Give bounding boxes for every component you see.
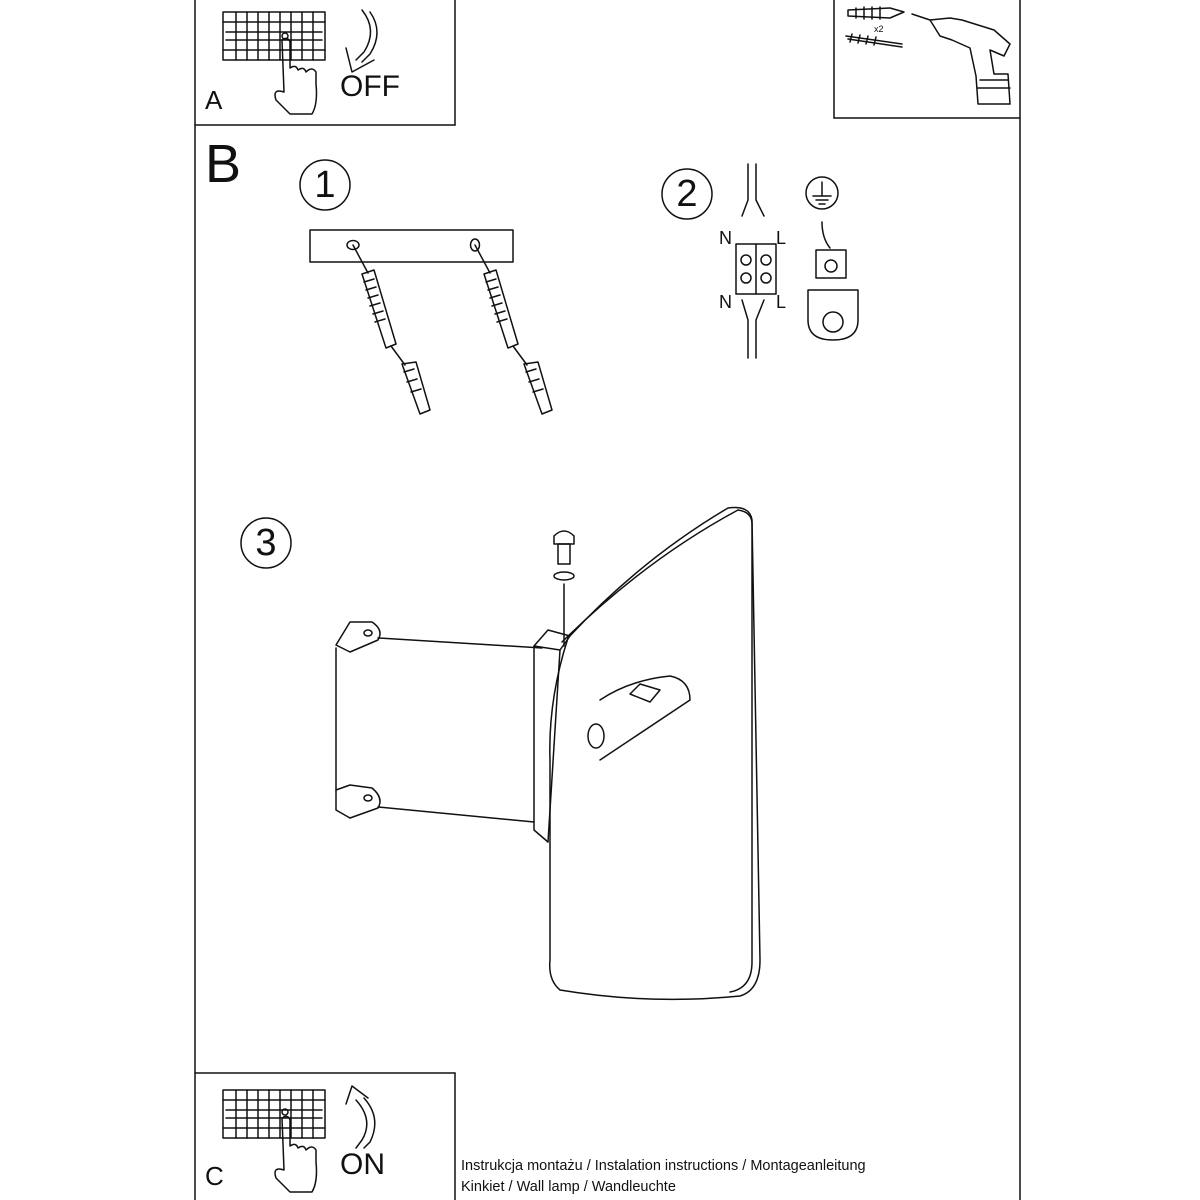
wire-label-n-bottom: N bbox=[719, 292, 732, 312]
screw-left bbox=[352, 244, 431, 415]
mounting-plate bbox=[309, 229, 514, 263]
section-c-letter: C bbox=[205, 1161, 224, 1191]
on-label: ON bbox=[340, 1148, 385, 1181]
breaker-panel-off bbox=[222, 11, 326, 61]
hand-icon bbox=[274, 37, 318, 115]
section-b-letter: B bbox=[205, 134, 242, 194]
screw-quantity-label: x2 bbox=[874, 24, 884, 34]
off-label: OFF bbox=[340, 70, 400, 103]
ground-terminal bbox=[807, 221, 859, 341]
section-a-letter: A bbox=[205, 85, 223, 115]
wall-bracket bbox=[335, 621, 543, 823]
step2-circle bbox=[661, 168, 713, 220]
screw-right bbox=[474, 244, 553, 415]
terminal-block bbox=[735, 163, 777, 359]
step-3-number: 3 bbox=[255, 522, 277, 564]
step1-circle bbox=[299, 159, 351, 211]
drill-icon bbox=[911, 13, 1011, 105]
step-2-number: 2 bbox=[676, 173, 698, 215]
wire-label-n-top: N bbox=[719, 228, 732, 248]
curved-arrow-up-icon bbox=[345, 1085, 376, 1149]
step-1-number: 1 bbox=[314, 164, 336, 206]
lamp-body bbox=[533, 506, 761, 1001]
wire-label-l-bottom: L bbox=[776, 292, 787, 312]
screw-icon bbox=[845, 33, 903, 48]
curved-arrow-down-icon bbox=[345, 9, 378, 73]
caption-line-2: Kinkiet / Wall lamp / Wandleuchte bbox=[461, 1179, 676, 1195]
breaker-panel-on bbox=[222, 1089, 326, 1139]
wall-plug-icon bbox=[847, 6, 905, 20]
hand-on-icon bbox=[274, 1115, 318, 1193]
step3-circle bbox=[240, 517, 292, 569]
caption-line-1: Instrukcja montażu / Instalation instruc… bbox=[461, 1158, 866, 1174]
ground-symbol-icon bbox=[805, 176, 839, 210]
page-frame bbox=[194, 0, 1021, 1200]
wire-label-l-top: L bbox=[776, 228, 787, 248]
bolt-icon bbox=[553, 530, 575, 647]
